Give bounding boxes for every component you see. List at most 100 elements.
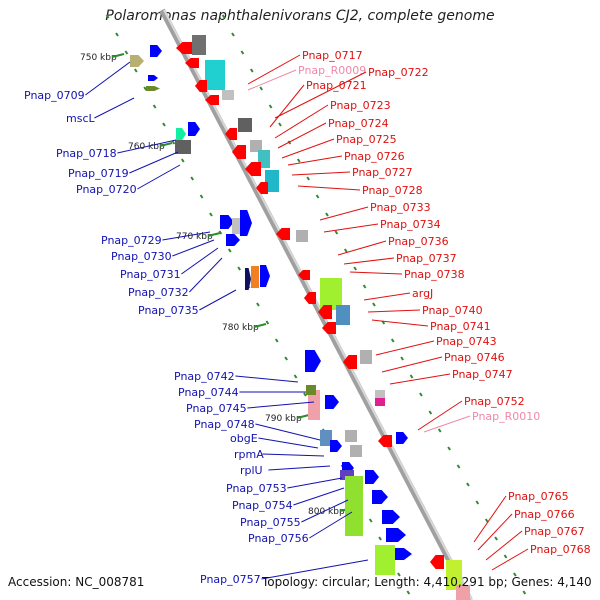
track-tick <box>284 356 288 361</box>
track-tick <box>334 230 339 235</box>
right-leader-line <box>277 122 327 149</box>
left-leader-line <box>85 61 131 96</box>
right-leader-line <box>269 84 305 128</box>
gene-block <box>238 118 252 132</box>
right-leader-line <box>274 104 329 139</box>
right-gene-label: Pnap_0741 <box>430 320 491 333</box>
left-leader-line <box>301 499 349 523</box>
right-leader-line <box>491 548 529 571</box>
gene-block <box>345 430 357 442</box>
track-tick <box>218 230 223 235</box>
reverse-gene <box>195 80 207 92</box>
gene-block <box>350 445 362 457</box>
right-leader-line <box>363 292 411 301</box>
kbp-mark: 750 kbp <box>80 53 117 63</box>
forward-gene <box>382 510 400 524</box>
gene-block <box>360 350 372 364</box>
track-tick <box>390 338 395 343</box>
gene-block <box>375 545 395 575</box>
left-leader-line <box>261 559 369 580</box>
right-gene-label: Pnap_0736 <box>388 235 449 248</box>
left-gene-label: rplU <box>240 464 263 477</box>
reverse-gene <box>318 305 332 319</box>
right-leader-line <box>319 206 369 221</box>
right-gene-label: Pnap_0747 <box>452 368 513 381</box>
gene-block <box>340 470 354 480</box>
right-leader-line <box>287 155 343 166</box>
right-gene-label: Pnap_0738 <box>404 268 465 281</box>
right-gene-label: Pnap_0722 <box>368 66 429 79</box>
track-tick <box>419 392 423 397</box>
right-gene-label: Pnap_0727 <box>352 166 413 179</box>
gene-block <box>250 140 262 152</box>
right-leader-line <box>274 71 367 119</box>
track-tick <box>190 176 195 181</box>
right-leader-line <box>477 513 513 551</box>
right-leader-line <box>323 223 379 233</box>
track-tick <box>494 536 498 541</box>
reverse-gene <box>378 435 392 447</box>
genome-title: Polaromonas naphthalenivorans CJ2, compl… <box>105 8 495 24</box>
reverse-gene <box>225 128 237 140</box>
gene-block <box>222 90 234 100</box>
forward-gene <box>146 86 160 91</box>
left-leader-line <box>181 247 219 275</box>
track-tick <box>180 158 185 163</box>
left-leader-line <box>235 375 299 383</box>
gene-block <box>320 278 342 310</box>
right-gene-label: Pnap_0724 <box>328 117 389 130</box>
forward-gene <box>240 210 252 236</box>
left-leader-line <box>268 465 331 471</box>
track-tick <box>466 482 470 487</box>
left-gene-label: Pnap_0753 <box>226 482 287 495</box>
left-leader-line <box>293 487 345 506</box>
left-leader-line <box>162 231 211 241</box>
left-leader-line <box>247 401 315 409</box>
right-leader-line <box>297 185 361 191</box>
right-leader-line <box>375 340 435 356</box>
track-tick <box>362 284 367 289</box>
track-tick <box>105 14 110 19</box>
right-leader-line <box>417 400 463 431</box>
right-leader-line <box>389 373 451 385</box>
track-tick <box>400 356 404 361</box>
left-gene-label: Pnap_0745 <box>186 402 247 415</box>
track-tick <box>397 572 401 577</box>
track-tick <box>268 104 273 109</box>
reverse-gene <box>304 292 316 304</box>
left-gene-label: rpmA <box>234 448 264 461</box>
left-gene-label: mscL <box>66 112 95 125</box>
right-gene-label: argJ <box>412 287 433 300</box>
gene-block <box>375 390 385 400</box>
left-leader-line <box>129 151 179 174</box>
track-tick <box>456 464 461 469</box>
track-tick <box>353 266 357 271</box>
gene-block <box>306 385 316 395</box>
right-gene-label: Pnap_0725 <box>336 133 397 146</box>
gene-block <box>345 476 363 536</box>
kbp-tick <box>253 323 267 328</box>
right-gene-label: Pnap_0767 <box>524 525 585 538</box>
kbp-mark: 780 kbp <box>222 323 259 333</box>
left-gene-label: Pnap_0731 <box>120 268 181 281</box>
gene-block <box>446 560 462 590</box>
right-gene-label: Pnap_0768 <box>530 543 591 556</box>
reverse-gene <box>205 95 219 105</box>
kbp-tick <box>159 142 173 147</box>
gene-block <box>320 430 332 446</box>
right-gene-label: Pnap_0733 <box>370 201 431 214</box>
left-leader-line <box>189 257 223 293</box>
gene-block <box>308 390 320 420</box>
right-leader-line <box>291 171 351 176</box>
track-tick <box>428 410 433 415</box>
reverse-gene <box>185 58 199 68</box>
track-tick <box>171 140 176 145</box>
right-leader-line <box>247 69 297 91</box>
right-gene-label: Pnap_0743 <box>436 335 497 348</box>
gene-block <box>175 140 191 154</box>
track-tick <box>256 302 260 307</box>
right-leader-line <box>343 257 395 265</box>
right-gene-label: Pnap_0728 <box>362 184 423 197</box>
left-leader-line <box>255 423 321 441</box>
track-tick <box>484 518 489 523</box>
